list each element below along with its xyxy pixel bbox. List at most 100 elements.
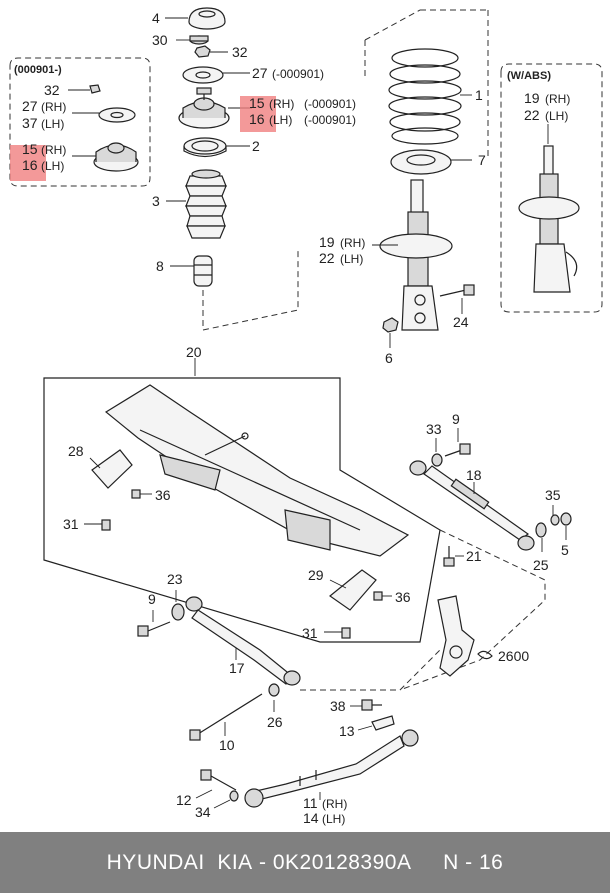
nut-part bbox=[189, 35, 209, 45]
inset-left-16-side: (LH) bbox=[41, 159, 64, 173]
callout-10: 10 bbox=[219, 737, 235, 753]
exploded-parts-diagram: 4 30 32 27 (-000901) bbox=[9, 7, 603, 826]
footer-gap bbox=[411, 851, 443, 875]
bolt-36-right bbox=[373, 591, 383, 601]
inset-left-32: 32 bbox=[44, 82, 60, 98]
spring-strut-group: 1 7 19 (RH) 22 (LH) 24 6 bbox=[319, 9, 489, 366]
callout-30: 30 bbox=[152, 32, 168, 48]
bolt-38-part bbox=[361, 699, 373, 711]
footer-page: N - 16 bbox=[443, 850, 504, 874]
inset-left-27: 27 bbox=[22, 98, 38, 114]
callout-3: 3 bbox=[152, 193, 160, 209]
inset-left-15: 15 bbox=[22, 141, 38, 157]
callout-4: 4 bbox=[152, 10, 160, 26]
callout-26: 26 bbox=[267, 714, 283, 730]
callout-28: 28 bbox=[68, 443, 84, 459]
inset-right-22: 22 bbox=[524, 107, 540, 123]
callout-9a: 9 bbox=[452, 411, 460, 427]
callout-22-side: (LH) bbox=[340, 252, 363, 266]
callout-14: 14 bbox=[303, 810, 319, 826]
callout-8: 8 bbox=[156, 258, 164, 274]
callout-19: 19 bbox=[319, 234, 335, 250]
inset-left-27-side: (RH) bbox=[41, 100, 66, 114]
left-inset: (000901-) 32 27 (RH) 37 (LH) 15 (RH) 16 … bbox=[9, 57, 151, 187]
bolt-21-part bbox=[443, 546, 455, 567]
knuckle-part bbox=[437, 595, 475, 677]
callout-6: 6 bbox=[385, 350, 393, 366]
callout-22: 22 bbox=[319, 250, 335, 266]
bearing-part bbox=[183, 137, 227, 158]
nut-5-part bbox=[560, 512, 572, 526]
callout-35: 35 bbox=[545, 487, 561, 503]
callout-33: 33 bbox=[426, 421, 442, 437]
lower-arm-group: 38 13 12 34 11 (RH) 14 (LH) bbox=[176, 698, 419, 826]
washer-35-part bbox=[550, 514, 560, 526]
callout-32: 32 bbox=[232, 44, 248, 60]
strut-assembly-part bbox=[379, 179, 453, 331]
dust-boot-part bbox=[185, 169, 227, 239]
dust-cap-part bbox=[188, 7, 226, 30]
callout-7: 7 bbox=[478, 152, 486, 168]
clip-13-part bbox=[371, 715, 395, 731]
strut-mount-part bbox=[178, 87, 230, 129]
footer-bar: HYUNDAI KIA - 0K20128390A N - 16 bbox=[0, 832, 610, 893]
callout-36a: 36 bbox=[155, 487, 171, 503]
inset-left-37-side: (LH) bbox=[41, 117, 64, 131]
callout-17: 17 bbox=[229, 660, 245, 676]
callout-31a: 31 bbox=[63, 516, 79, 532]
callout-2600: 2600 bbox=[498, 648, 529, 664]
lateral-rod-group: 33 9 18 35 5 25 21 bbox=[409, 411, 572, 573]
left-inset-title: (000901-) bbox=[14, 64, 62, 76]
callout-24: 24 bbox=[453, 314, 469, 330]
bolt-31-left bbox=[101, 519, 111, 531]
footer-part-number: 0K20128390A bbox=[272, 850, 412, 874]
callout-34: 34 bbox=[195, 804, 211, 820]
callout-16-side: (LH) bbox=[269, 113, 292, 127]
bolt-36-left bbox=[131, 489, 141, 499]
callout-9b: 9 bbox=[148, 591, 156, 607]
callout-15-note: (-000901) bbox=[304, 97, 356, 111]
callout-18: 18 bbox=[466, 467, 482, 483]
callout-19-side: (RH) bbox=[340, 236, 365, 250]
callout-31b: 31 bbox=[302, 625, 318, 641]
highlight-inset-16 bbox=[10, 145, 46, 181]
callout-15-side: (RH) bbox=[269, 97, 294, 111]
callout-16: 16 bbox=[249, 111, 265, 127]
coil-spring-part bbox=[388, 48, 462, 145]
callout-38: 38 bbox=[330, 698, 346, 714]
callout-25: 25 bbox=[533, 557, 549, 573]
callout-14-side: (LH) bbox=[322, 812, 345, 826]
right-inset: (W/ABS) 19 (RH) 22 (LH) bbox=[500, 63, 603, 313]
callout-5: 5 bbox=[561, 542, 569, 558]
callout-29: 29 bbox=[308, 567, 324, 583]
callout-21: 21 bbox=[466, 548, 482, 564]
callout-1: 1 bbox=[475, 87, 483, 103]
bushing-25-part bbox=[535, 522, 547, 538]
callout-11: 11 bbox=[303, 795, 318, 811]
callout-20: 20 bbox=[186, 344, 202, 360]
callout-15: 15 bbox=[249, 95, 265, 111]
inset-left-16: 16 bbox=[22, 157, 38, 173]
callout-2: 2 bbox=[252, 138, 260, 154]
callout-27: 27 bbox=[252, 65, 268, 81]
trailing-arm-part bbox=[185, 596, 301, 686]
highlight-16 bbox=[240, 96, 276, 132]
callout-12: 12 bbox=[176, 792, 192, 808]
footer-separator: - bbox=[252, 850, 273, 874]
bolt-9-lower bbox=[137, 621, 171, 637]
lateral-rod-part bbox=[409, 460, 535, 551]
spring-seat-part bbox=[390, 149, 452, 175]
bolt-9-upper bbox=[444, 449, 463, 457]
bolt-31-right bbox=[341, 627, 351, 639]
washer-33-part bbox=[431, 453, 443, 467]
right-inset-title: (W/ABS) bbox=[507, 70, 551, 82]
inset-left-15-side: (RH) bbox=[41, 143, 66, 157]
trailing-arm-group: 23 9 17 26 10 bbox=[137, 571, 441, 753]
long-bolt-10-part bbox=[189, 693, 263, 741]
inset-right-22-side: (LH) bbox=[545, 109, 568, 123]
strut-nut-part bbox=[382, 317, 399, 333]
bump-stop-part bbox=[193, 255, 213, 287]
callout-11-side: (RH) bbox=[322, 797, 347, 811]
strut-bolt-part bbox=[439, 284, 475, 297]
callout-16-note: (-000901) bbox=[304, 113, 356, 127]
